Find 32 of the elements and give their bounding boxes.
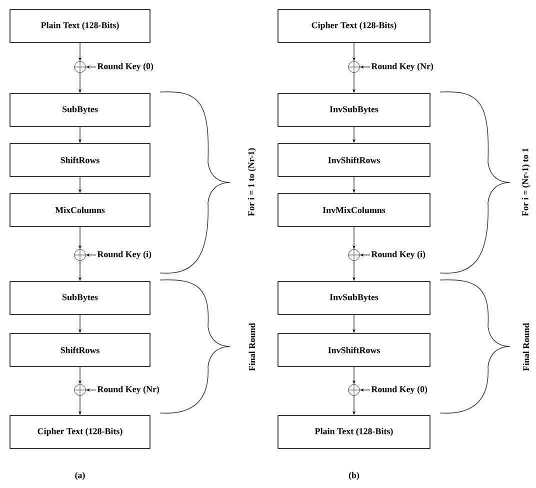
process-box: MixColumns [10,193,150,227]
round-key-label: Round Key (0) [371,386,428,394]
process-box: SubBytes [10,93,150,127]
process-box: Cipher Text (128-Bits) [278,9,430,43]
xor-circle [348,249,360,261]
round-key-label: Round Key (0) [97,62,154,72]
process-box: SubBytes [10,281,150,315]
process-box: InvSubBytes [278,93,430,127]
process-box: Cipher Text (128-Bits) [10,415,150,449]
subfigure-label: (b) [348,472,360,480]
process-box: ShiftRows [10,143,150,177]
vertical-label: For i = 1 to (Nr-1) [248,148,256,216]
process-box: InvShiftRows [278,143,430,177]
xor-circle [74,249,86,261]
vertical-label: Final Round [248,323,256,371]
xor-circle [74,61,86,73]
process-box: InvMixColumns [278,193,430,227]
round-key-label: Round Key (i) [371,250,426,260]
process-box: InvShiftRows [278,333,430,367]
xor-circle [348,61,360,73]
process-box: InvSubBytes [278,281,430,315]
round-key-label: Round Key (Nr) [97,386,160,394]
process-box: ShiftRows [10,333,150,367]
vertical-label: Final Round [522,323,530,371]
subfigure-label: (a) [75,472,85,480]
round-key-label: Round Key (Nr) [371,62,434,72]
round-key-label: Round Key (i) [97,250,152,260]
process-box: Plain Text (128-Bits) [278,415,430,449]
vertical-label: For i = (Nr-1) to 1 [522,148,530,216]
xor-circle [348,384,360,396]
process-box: Plain Text (128-Bits) [10,9,150,43]
xor-circle [74,384,86,396]
